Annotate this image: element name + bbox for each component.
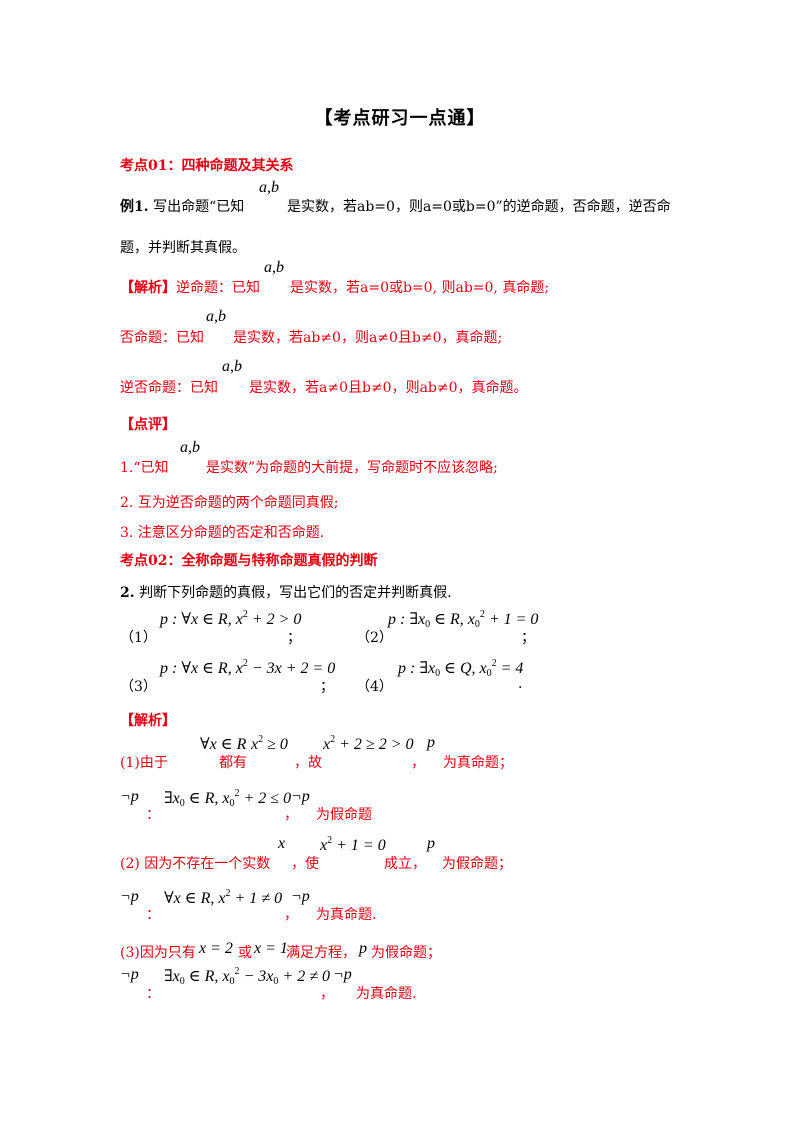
formula-neg-p: ¬p: [120, 966, 139, 983]
formula-n2: ∀x ∈ R, x2 + 1 ≠ 0: [164, 888, 283, 907]
formula-s2: x2 + 1 = 0: [320, 835, 386, 854]
negation3-comma: ，: [320, 986, 334, 1002]
formula-x1: x = 1: [254, 940, 288, 957]
formula-s2-p: p: [427, 835, 435, 852]
negation2-comma: ，: [284, 907, 298, 923]
question2-text: 判断下列命题的真假，写出它们的否定并判断真假.: [139, 585, 452, 601]
formula-s1-p: p: [427, 734, 435, 751]
item1-semicolon: ；: [287, 630, 301, 646]
answer2-text-a: 否命题：已知: [120, 330, 204, 346]
item2-label: （2）: [356, 630, 393, 646]
item4-label: （4）: [356, 679, 393, 695]
solution3-text-c: 满足方程，: [286, 945, 356, 961]
page-title: 【考点研习一点通】: [314, 108, 486, 129]
solution1-text-a: (1)由于: [120, 755, 168, 771]
point1-text-a: 1.“已知: [120, 460, 169, 476]
negation3-end: 为真命题.: [356, 986, 417, 1002]
solution2-text-b: ，使: [291, 856, 319, 872]
formula-x: x: [278, 835, 286, 852]
point3: 3. 注意区分命题的否定和否命题.: [120, 525, 325, 541]
solution1-text-d: ，: [411, 755, 425, 771]
formula-neg-p: ¬p: [333, 966, 352, 983]
negation1-sep: ：: [146, 807, 160, 823]
question2-label: 2.: [120, 585, 135, 601]
negation1-end: 为假命题: [316, 807, 372, 823]
solution2-text-a: (2) 因为不存在一个实数: [120, 856, 271, 872]
ab-variables: a,b: [222, 358, 242, 375]
formula-x2: x = 2: [199, 940, 233, 957]
formula-n1: ∃x0 ∈ R, x02 + 2 ≤ 0: [164, 788, 292, 809]
formula-neg-p: ¬p: [291, 788, 310, 805]
section1-heading: 考点01：四种命题及其关系: [120, 158, 294, 174]
formula-s1-c: x2 + 2 ≥ 2 > 0: [323, 734, 414, 753]
solution3-text-a: (3)因为只有: [120, 945, 196, 961]
formula-2: p : ∃x0 ∈ R, x02 + 1 = 0: [388, 609, 539, 630]
formula-1: p : ∀x ∈ R, x2 + 2 > 0: [160, 609, 302, 628]
ab-variables: a,b: [206, 308, 226, 325]
question2: 2. 判断下列命题的真假，写出它们的否定并判断真假.: [120, 582, 452, 602]
answer3-text-b: 是实数，若a≠0且b≠0，则ab≠0，真命题。: [249, 380, 528, 396]
formula-neg-p: ¬p: [291, 888, 310, 905]
solution3-text-d: 为假命题；: [371, 945, 441, 961]
solution2-text-d: 为假命题；: [442, 856, 512, 872]
ab-variables: a,b: [259, 179, 279, 196]
example1-text-a: 写出命题“已知: [153, 199, 245, 215]
answer2-text-b: 是实数，若ab≠0，则a≠0且b≠0，真命题;: [233, 330, 503, 346]
example1-label: 例1.: [120, 199, 149, 215]
solution1-text-b: 都有: [219, 755, 247, 771]
example1-line1: 例1. 写出命题“已知: [120, 196, 244, 216]
item4-period: .: [518, 676, 523, 692]
item3-label: （3）: [120, 679, 157, 695]
formula-neg-p: ¬p: [120, 888, 139, 905]
solution1-text-e: 为真命题；: [443, 755, 513, 771]
formula-4: p : ∃x0 ∈ Q, x02 = 4: [398, 658, 524, 679]
item2-semicolon: ；: [521, 630, 535, 646]
jiexi2-label: 【解析】: [120, 713, 176, 729]
answer1-text-a: 逆命题：已知: [176, 280, 260, 296]
answer-line1: 【解析】逆命题：已知: [120, 277, 260, 297]
answer1-text-b: 是实数，若a=0或b=0, 则ab=0, 真命题;: [290, 280, 550, 296]
formula-3: p : ∀x ∈ R, x2 − 3x + 2 = 0: [160, 658, 336, 677]
negation3-sep: ：: [146, 986, 160, 1002]
ab-variables: a,b: [264, 259, 284, 276]
point1-text-b: 是实数”为命题的大前提，写命题时不应该忽略;: [206, 460, 498, 476]
point2: 2. 互为逆否命题的两个命题同真假;: [120, 495, 339, 511]
dianping-label: 【点评】: [120, 417, 176, 433]
solution2-text-c: 成立，: [384, 856, 426, 872]
jiexi-label: 【解析】: [120, 280, 176, 296]
negation2-sep: ：: [146, 907, 160, 923]
solution3-text-b: 或: [238, 945, 252, 961]
negation1-comma: ，: [284, 807, 298, 823]
ab-variables: a,b: [180, 439, 200, 456]
negation2-end: 为真命题.: [316, 907, 377, 923]
answer3-text-a: 逆否命题：已知: [120, 380, 218, 396]
formula-neg-p: ¬p: [120, 788, 139, 805]
solution1-text-c: ，故: [294, 755, 322, 771]
example1-text-b: 是实数，若ab=0，则a=0或b=0”的逆命题，否命题，逆否命: [287, 199, 671, 215]
formula-s3-p: p: [359, 940, 367, 957]
formula-s1-a: ∀x ∈ R: [200, 736, 247, 753]
item1-label: （1）: [120, 630, 157, 646]
example1-text-c: 题，并判断其真假。: [120, 240, 246, 256]
formula-s1-b: x2 ≥ 0: [251, 734, 288, 753]
section2-heading: 考点02：全称命题与特称命题真假的判断: [120, 553, 378, 569]
formula-n3: ∃x0 ∈ R, x02 − 3x0 + 2 ≠ 0: [164, 966, 330, 987]
item3-semicolon: ；: [320, 679, 334, 695]
